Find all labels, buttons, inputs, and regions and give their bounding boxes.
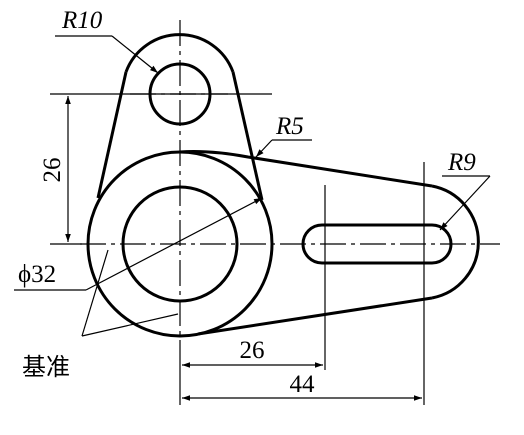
labels: R10 R5 R9 26 ϕ32 基准 26 44 [18, 7, 476, 398]
phi32-leader [85, 197, 263, 291]
dim-26-horizontal-label: 26 [240, 337, 265, 364]
part-outline [86, 33, 480, 338]
dim-26-vertical-label: 26 [39, 158, 66, 183]
main-bore-circle [121, 185, 239, 303]
r10-label: R10 [61, 7, 103, 34]
r9-label: R9 [447, 149, 476, 176]
datum-leader-2 [81, 313, 179, 337]
r9-leader [439, 175, 491, 231]
r5-leader [255, 139, 273, 158]
top-lug-right-tangent [231, 71, 264, 201]
datum-label: 基准 [22, 353, 70, 381]
r10-leader [111, 35, 159, 74]
slot-outline [301, 223, 453, 265]
extension-lines [50, 93, 425, 405]
right-end-arc [431, 184, 480, 300]
top-lug-left-tangent [96, 71, 128, 199]
datum-leader-1 [81, 249, 109, 337]
r5-label: R5 [275, 113, 304, 140]
arm-upper-edge [179, 150, 433, 188]
phi32-label: ϕ32 [18, 261, 56, 288]
dim-44-label: 44 [290, 371, 316, 398]
centerlines [80, 20, 500, 340]
dimension-lines [14, 35, 491, 401]
arm-lower-edge [197, 296, 433, 336]
